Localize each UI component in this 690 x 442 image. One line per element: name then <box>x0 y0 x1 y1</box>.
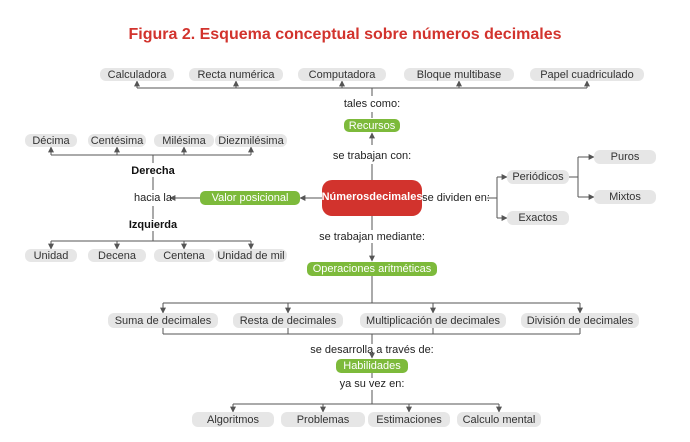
operation-multiplicacion: Multiplicación de decimales <box>360 313 506 328</box>
type-puros: Puros <box>594 150 656 164</box>
connector-se-dividen-en: se dividen en: <box>422 192 490 204</box>
skill-estimaciones: Estimaciones <box>368 412 450 427</box>
connector-tales-como: tales como: <box>343 98 401 110</box>
connector-hacia-la: hacia la <box>134 192 172 204</box>
type-mixtos: Mixtos <box>594 190 656 204</box>
place-centesima: Centésima <box>88 134 146 147</box>
place-unidad: Unidad <box>25 249 77 262</box>
type-exactos: Exactos <box>507 211 569 225</box>
resource-calculadora: Calculadora <box>100 68 174 81</box>
resource-recta-numerica: Recta numérica <box>189 68 283 81</box>
connector-se-trabajan-con: se trabajan con: <box>332 150 412 162</box>
figure-title: Figura 2. Esquema conceptual sobre númer… <box>128 26 562 43</box>
skill-problemas: Problemas <box>281 412 365 427</box>
skill-algoritmos: Algoritmos <box>192 412 274 427</box>
resource-bloque-multibase: Bloque multibase <box>404 68 514 81</box>
connector-se-desarrolla: se desarrolla a través de: <box>310 344 434 356</box>
category-valor-posicional: Valor posicional <box>200 191 300 205</box>
skill-calculo-mental: Calculo mental <box>457 412 541 427</box>
connector-ya-su-vez-en: ya su vez en: <box>339 378 405 390</box>
operation-resta: Resta de decimales <box>233 313 343 328</box>
place-decena: Decena <box>88 249 146 262</box>
place-diezmilesima: Diezmilésima <box>215 134 287 147</box>
direction-izquierda: Izquierda <box>128 219 178 231</box>
operation-suma: Suma de decimales <box>108 313 218 328</box>
place-unidad-de-mil: Unidad de mil <box>215 249 287 262</box>
place-centena: Centena <box>154 249 214 262</box>
direction-derecha: Derecha <box>131 164 175 177</box>
place-decima: Décima <box>25 134 77 147</box>
central-line-2: decimales <box>369 191 423 204</box>
type-periodicos: Periódicos <box>507 170 569 184</box>
category-operaciones-aritmeticas: Operaciones aritméticas <box>307 262 437 276</box>
central-numeros-decimales: Números decimales <box>322 180 422 216</box>
central-line-1: Números <box>321 191 370 204</box>
place-milesima: Milésima <box>154 134 214 147</box>
operation-division: División de decimales <box>521 313 639 328</box>
category-habilidades: Habilidades <box>336 359 408 373</box>
resource-papel-cuadriculado: Papel cuadriculado <box>530 68 644 81</box>
resource-computadora: Computadora <box>298 68 386 81</box>
connector-se-trabajan-mediante: se trabajan mediante: <box>319 230 425 243</box>
category-recursos: Recursos <box>344 119 400 132</box>
